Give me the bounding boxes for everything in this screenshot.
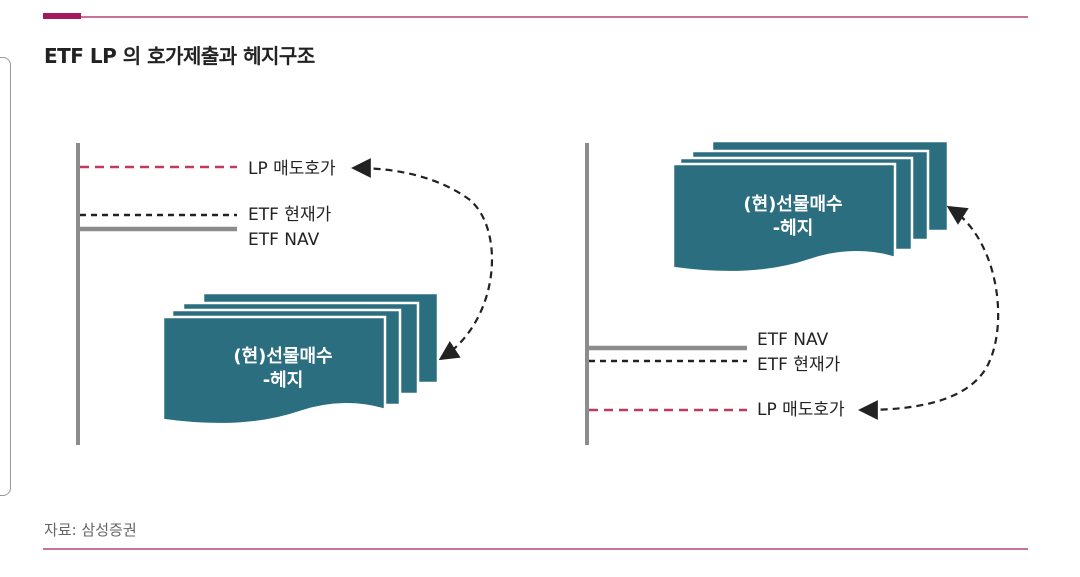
- left-futures-box-stack: (현)선물매수 -헤지: [161, 291, 440, 426]
- left-label-lp-ask: LP 매도호가: [248, 159, 336, 179]
- page-title: ETF LP 의 호가제출과 헤지구조: [44, 44, 315, 68]
- source-note: 자료: 삼성증권: [44, 521, 137, 539]
- left-box-label-line2: -헤지: [263, 370, 304, 391]
- side-panel-handle[interactable]: [0, 57, 11, 496]
- bottom-rule: [43, 548, 1028, 550]
- left-box-front: [161, 315, 387, 426]
- left-panel: LP 매도호가 ETF 현재가 ETF NAV (현)선물매수 -헤지: [76, 143, 494, 445]
- right-box-label-line1: (현)선물매수: [743, 194, 842, 215]
- left-label-etf-nav: ETF NAV: [248, 230, 320, 250]
- top-accent-bar: [43, 13, 81, 19]
- right-label-lp-ask: LP 매도호가: [757, 400, 845, 420]
- top-rule: [43, 16, 1028, 18]
- left-box-label-line1: (현)선물매수: [233, 346, 332, 367]
- left-label-etf-price: ETF 현재가: [248, 205, 332, 225]
- right-label-etf-price: ETF 현재가: [757, 355, 841, 375]
- right-hedge-arrow: [858, 205, 1000, 420]
- right-panel: ETF NAV ETF 현재가 LP 매도호가 (현)선물매수 -헤지: [585, 139, 1000, 445]
- right-label-etf-nav: ETF NAV: [757, 330, 829, 350]
- left-hedge-arrow: [351, 158, 494, 361]
- right-box-label-line2: -헤지: [773, 218, 814, 239]
- right-futures-box-stack: (현)선물매수 -헤지: [671, 139, 950, 274]
